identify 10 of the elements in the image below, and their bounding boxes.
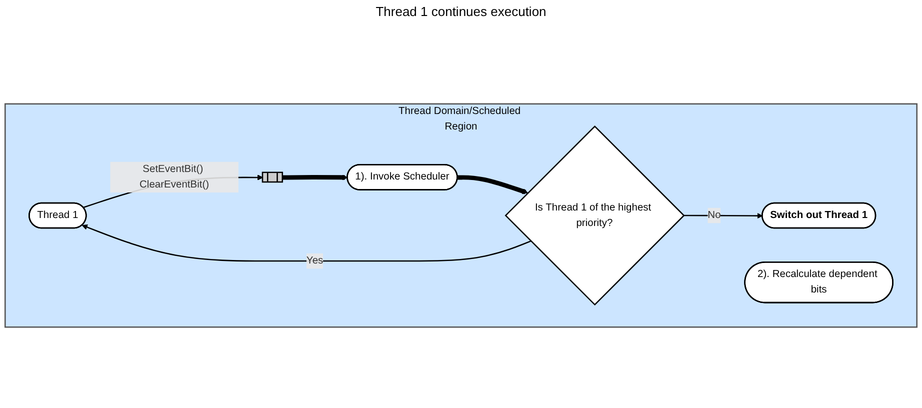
node-bar — [262, 172, 284, 183]
edge-label: No — [708, 210, 721, 221]
arrow — [684, 212, 763, 219]
arrow — [458, 175, 528, 194]
edge-label: SetEventBit() ClearEventBit() — [140, 164, 210, 190]
note-text: Thread 1 continues execution — [376, 4, 546, 19]
node-diamond: Is Thread 1 of the highest priority? — [504, 125, 685, 306]
edge-label: Yes — [306, 255, 324, 266]
arrow — [82, 224, 532, 262]
arrow — [282, 174, 348, 180]
